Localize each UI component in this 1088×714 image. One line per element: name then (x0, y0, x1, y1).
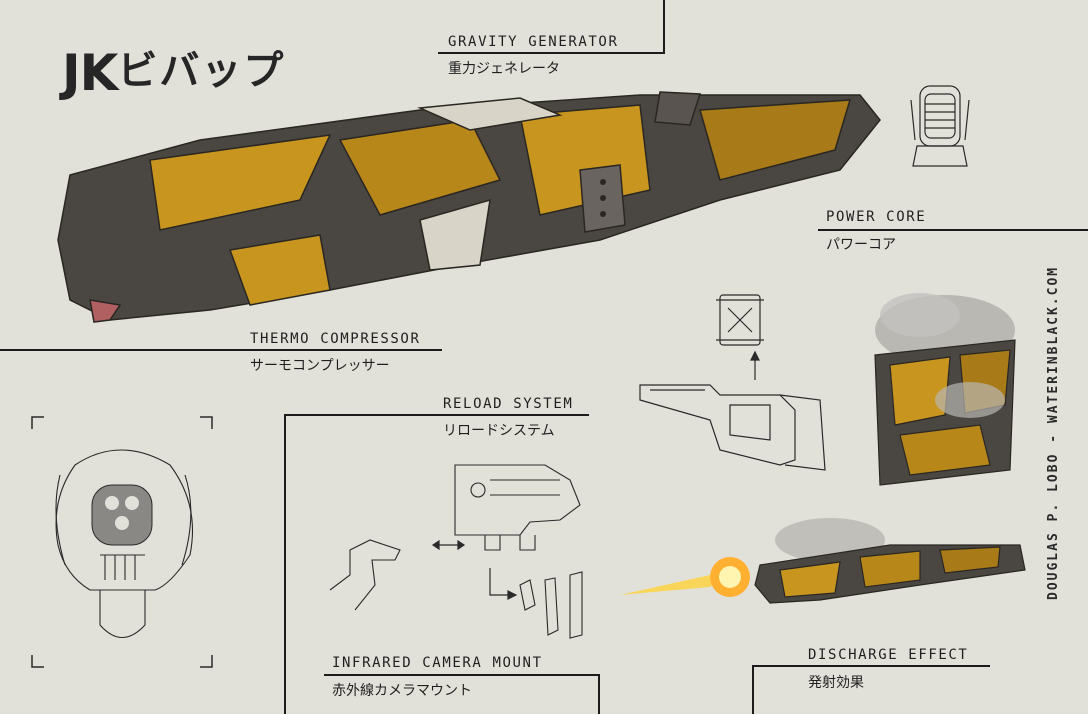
label-line (752, 665, 990, 667)
arrow-double-icon (431, 539, 466, 551)
power-core-closeup (874, 293, 1016, 486)
logo-kana: ビバップ (117, 48, 286, 94)
label-line (818, 229, 1088, 231)
thermo-compressor-label: THERMO COMPRESSOR (250, 331, 421, 347)
label-line (0, 349, 442, 351)
label-line (284, 414, 286, 714)
infrared-camera-mount-label-jp: 赤外線カメラマウント (332, 683, 472, 699)
infrared-camera-mount-label: INFRARED CAMERA MOUNT (332, 655, 543, 671)
discharge-effect-label-jp: 発射効果 (808, 675, 864, 691)
thermo-compressor-label-jp: サーモコンプレッサー (250, 358, 390, 374)
label-line (284, 414, 589, 416)
reload-system-label-jp: リロードシステム (443, 423, 555, 439)
label-line (438, 52, 665, 54)
label-line (663, 0, 665, 53)
label-line (752, 665, 754, 714)
infrared-camera-mount-sketch (329, 464, 583, 639)
gravity-generator-sketch (910, 85, 970, 167)
label-line (324, 674, 600, 676)
discharge-effect-illustration (620, 518, 1026, 604)
arrow-up-icon (750, 350, 760, 380)
power-core-label-jp: パワーコア (826, 237, 896, 253)
arrow-down-right-icon (489, 568, 518, 600)
reload-system-label: RELOAD SYSTEM (443, 396, 574, 412)
gravity-generator-label-jp: 重力ジェネレータ (448, 61, 560, 77)
logo: JKビバップ (62, 38, 285, 102)
gravity-generator-label: GRAVITY GENERATOR (448, 34, 619, 50)
power-core-sketch (639, 294, 826, 471)
power-core-label: POWER CORE (826, 209, 927, 225)
logo-latin: JK (62, 44, 118, 102)
label-line (598, 674, 600, 714)
front-view-sketch (31, 416, 213, 668)
discharge-effect-label: DISCHARGE EFFECT (808, 647, 969, 663)
